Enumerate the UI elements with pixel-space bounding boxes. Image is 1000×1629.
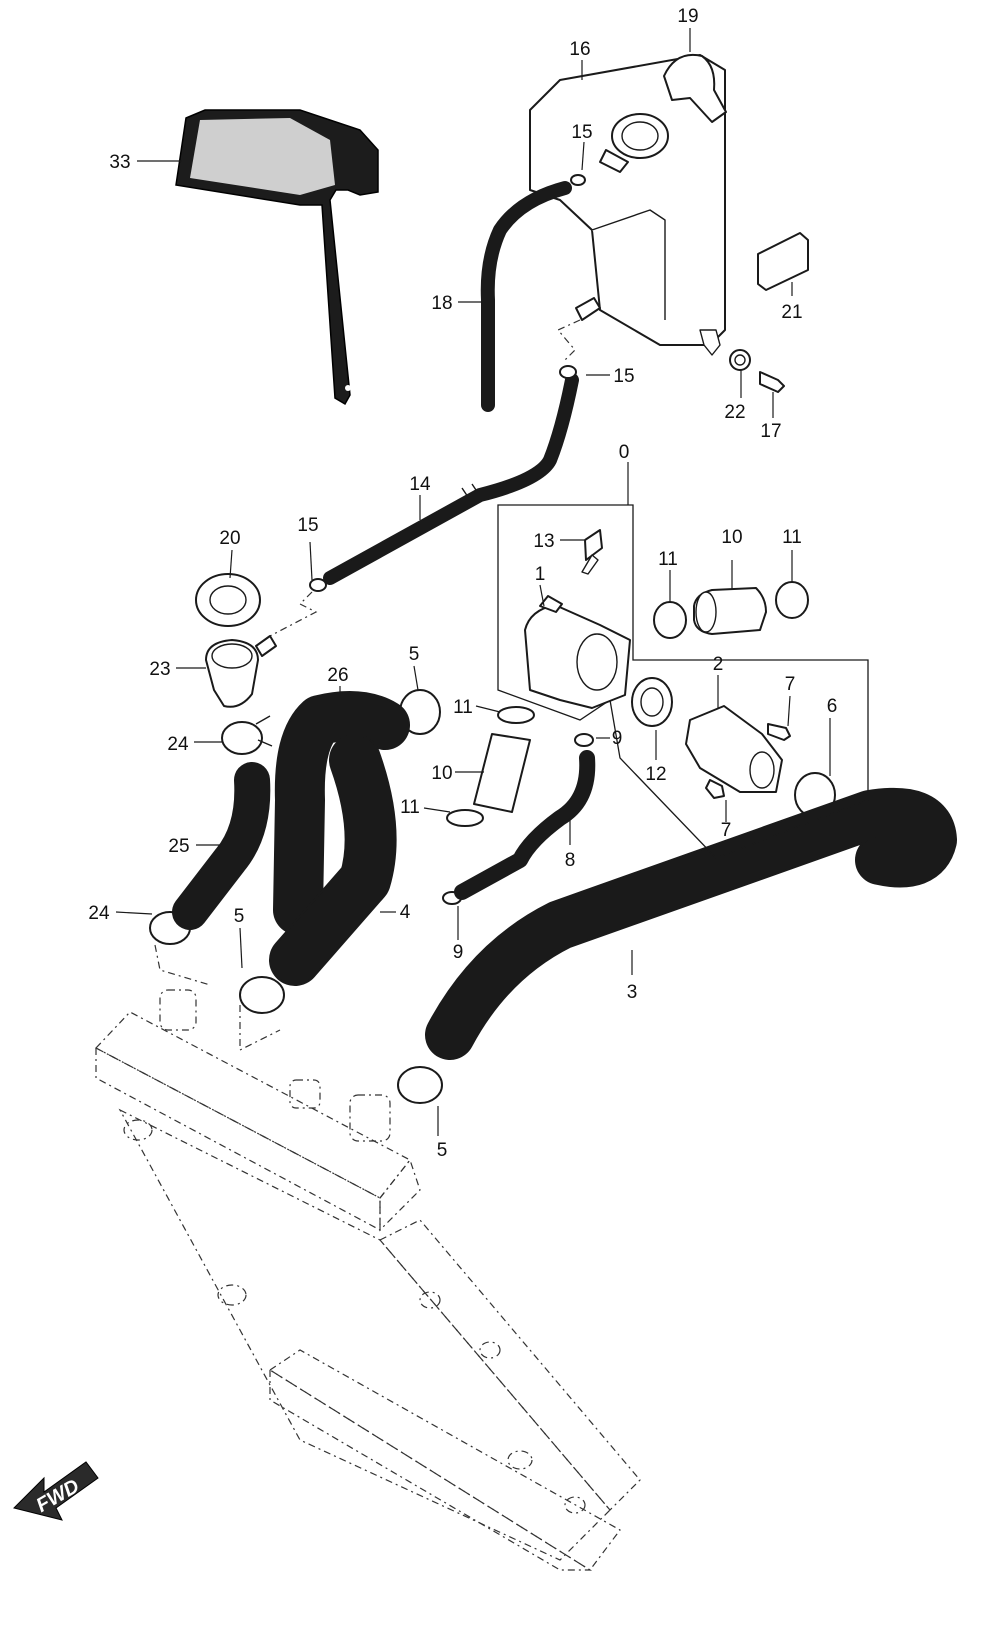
callout-24-top: 24 xyxy=(167,734,189,755)
callout-7-b: 7 xyxy=(721,820,732,841)
callout-1: 1 xyxy=(535,564,546,585)
filler-neck xyxy=(205,635,277,708)
rubber-pad xyxy=(757,232,809,291)
callout-15-low: 15 xyxy=(297,515,318,536)
callout-23: 23 xyxy=(149,659,170,680)
callout-6: 6 xyxy=(827,696,838,717)
callout-9-a: 9 xyxy=(612,728,623,749)
connector-hose-mid xyxy=(473,733,531,813)
bolt-7-a xyxy=(767,723,791,741)
reservoir-tank xyxy=(529,54,726,356)
callout-10-a: 10 xyxy=(721,527,742,548)
bypass-hose-8 xyxy=(454,750,596,900)
bleed-bolt xyxy=(581,529,603,575)
callout-0: 0 xyxy=(619,442,630,463)
callout-11-a: 11 xyxy=(658,549,678,570)
callout-5-mid: 5 xyxy=(234,906,245,927)
callout-17: 17 xyxy=(760,421,781,442)
callout-12: 12 xyxy=(645,764,666,785)
callout-24-bottom: 24 xyxy=(88,903,110,924)
callout-26: 26 xyxy=(327,665,348,686)
clamp-11-d xyxy=(446,809,484,827)
radiator-cap xyxy=(195,573,261,627)
callout-4: 4 xyxy=(400,902,411,923)
callout-11-b: 11 xyxy=(782,527,802,548)
thermostat-housing xyxy=(524,595,631,709)
breather-hose xyxy=(323,373,579,585)
callout-11-d: 11 xyxy=(400,797,420,818)
callout-7-a: 7 xyxy=(785,674,796,695)
reservoir-cap xyxy=(663,54,727,123)
callout-18: 18 xyxy=(431,293,452,314)
clamp-11-b xyxy=(775,581,809,619)
callout-13: 13 xyxy=(533,531,554,552)
connector-hose-top xyxy=(693,587,767,635)
main-hose-3 xyxy=(425,787,957,1060)
callout-15-mid: 15 xyxy=(613,366,634,387)
callout-8: 8 xyxy=(565,850,576,871)
fwd-arrow: FWD xyxy=(13,1461,99,1521)
clamp-11-c xyxy=(497,706,535,724)
clamp-15-low xyxy=(309,578,327,592)
clamp-5-mid xyxy=(239,976,285,1014)
callout-20: 20 xyxy=(219,528,240,549)
thermostat-cover xyxy=(685,705,783,793)
callout-19: 19 xyxy=(677,6,698,27)
bolt-17 xyxy=(759,371,785,393)
hose-4 xyxy=(269,734,397,986)
callout-11-c: 11 xyxy=(453,697,473,718)
callout-3: 3 xyxy=(627,982,638,1003)
callout-5-low: 5 xyxy=(437,1140,448,1161)
callout-10-b: 10 xyxy=(431,763,452,784)
callout-2: 2 xyxy=(713,654,724,675)
callout-14: 14 xyxy=(409,474,431,495)
leader-lines xyxy=(115,28,831,1136)
clamp-15-mid xyxy=(559,365,577,379)
callout-16: 16 xyxy=(569,39,590,60)
callout-labels: 0 1 2 3 4 5 5 5 6 7 7 8 9 9 10 10 11 11 … xyxy=(88,6,837,1161)
hose-25 xyxy=(172,762,271,930)
upper-hose-26 xyxy=(273,691,410,935)
callout-5-top: 5 xyxy=(409,644,420,665)
clamp-15-top xyxy=(570,174,586,186)
callout-21: 21 xyxy=(781,302,802,323)
clamp-11-a xyxy=(653,601,687,639)
overflow-hose xyxy=(480,181,572,412)
bolt-7-b xyxy=(705,779,725,799)
callout-9-b: 9 xyxy=(453,942,464,963)
callout-15-top: 15 xyxy=(571,122,592,143)
grommet xyxy=(729,349,751,371)
thermostat-assembly-outline xyxy=(497,504,869,859)
callout-33: 33 xyxy=(109,152,130,173)
radiator-cover xyxy=(175,109,379,406)
callout-25: 25 xyxy=(168,836,189,857)
thermostat xyxy=(631,677,673,727)
callout-22: 22 xyxy=(724,402,745,423)
clamp-5-low xyxy=(397,1066,443,1104)
clamp-24-top xyxy=(221,715,273,755)
clamp-9-a xyxy=(574,733,594,747)
radiator xyxy=(95,989,641,1571)
